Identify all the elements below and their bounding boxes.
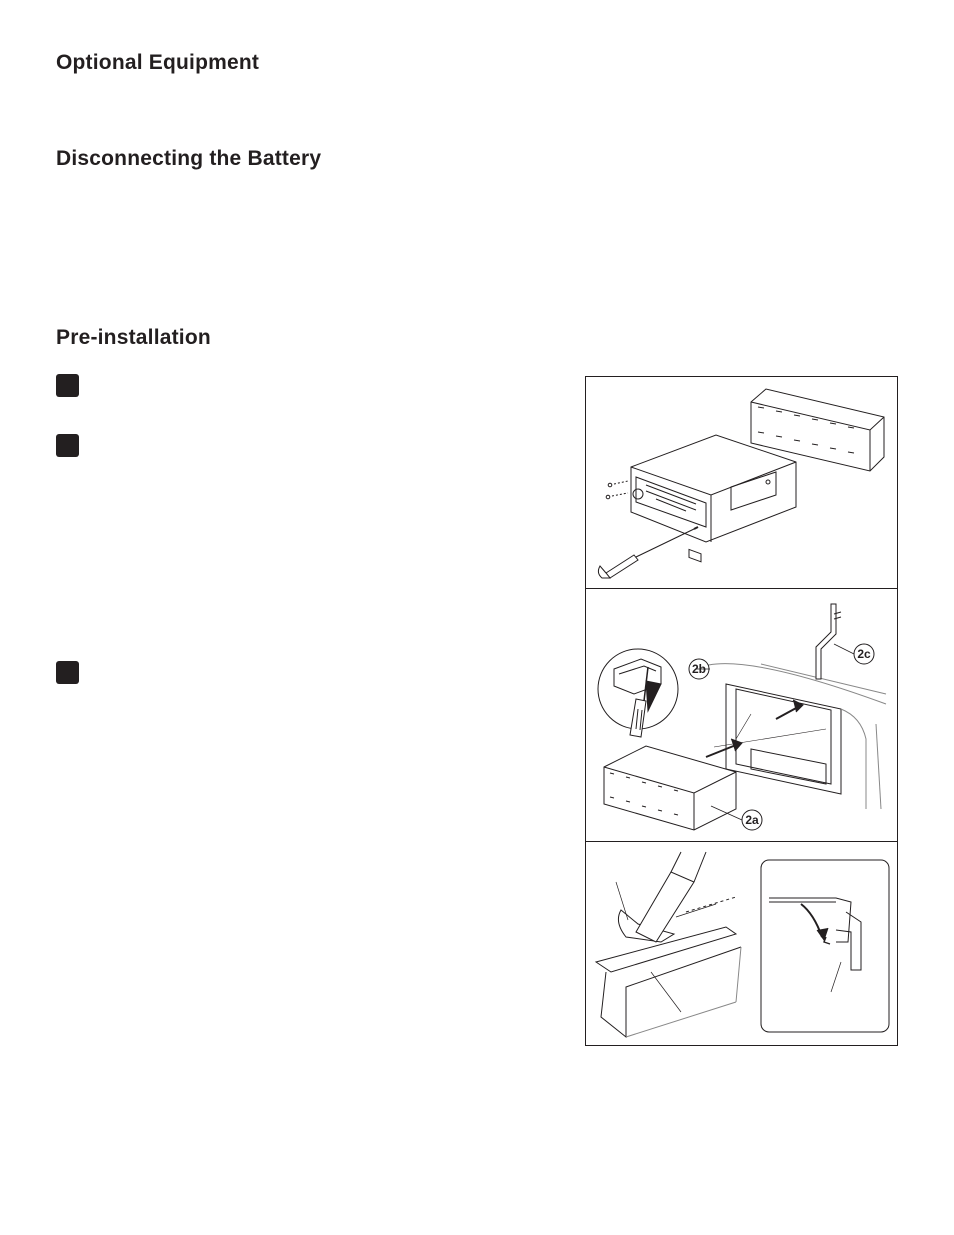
heading-disconnecting-battery: Disconnecting the Battery xyxy=(56,147,322,170)
step-marker-2 xyxy=(56,434,79,457)
figure-panel-tab-bending xyxy=(586,841,897,1046)
heading-optional-equipment: Optional Equipment xyxy=(56,51,260,74)
step-marker-3 xyxy=(56,661,79,684)
figure-panel-installation: 2b 2c 2a xyxy=(586,588,897,842)
sleeve-installation-illustration: 2b 2c 2a xyxy=(597,603,887,831)
callout-2c: 2c xyxy=(857,647,871,661)
installation-figure: 2b 2c 2a xyxy=(585,376,898,1046)
tab-bending-illustration xyxy=(594,851,890,1039)
figure-panel-removal xyxy=(586,377,897,588)
radio-sleeve-illustration xyxy=(597,388,885,579)
heading-pre-installation: Pre-installation xyxy=(56,326,211,349)
step-marker-1 xyxy=(56,374,79,397)
callout-2a: 2a xyxy=(745,813,759,827)
